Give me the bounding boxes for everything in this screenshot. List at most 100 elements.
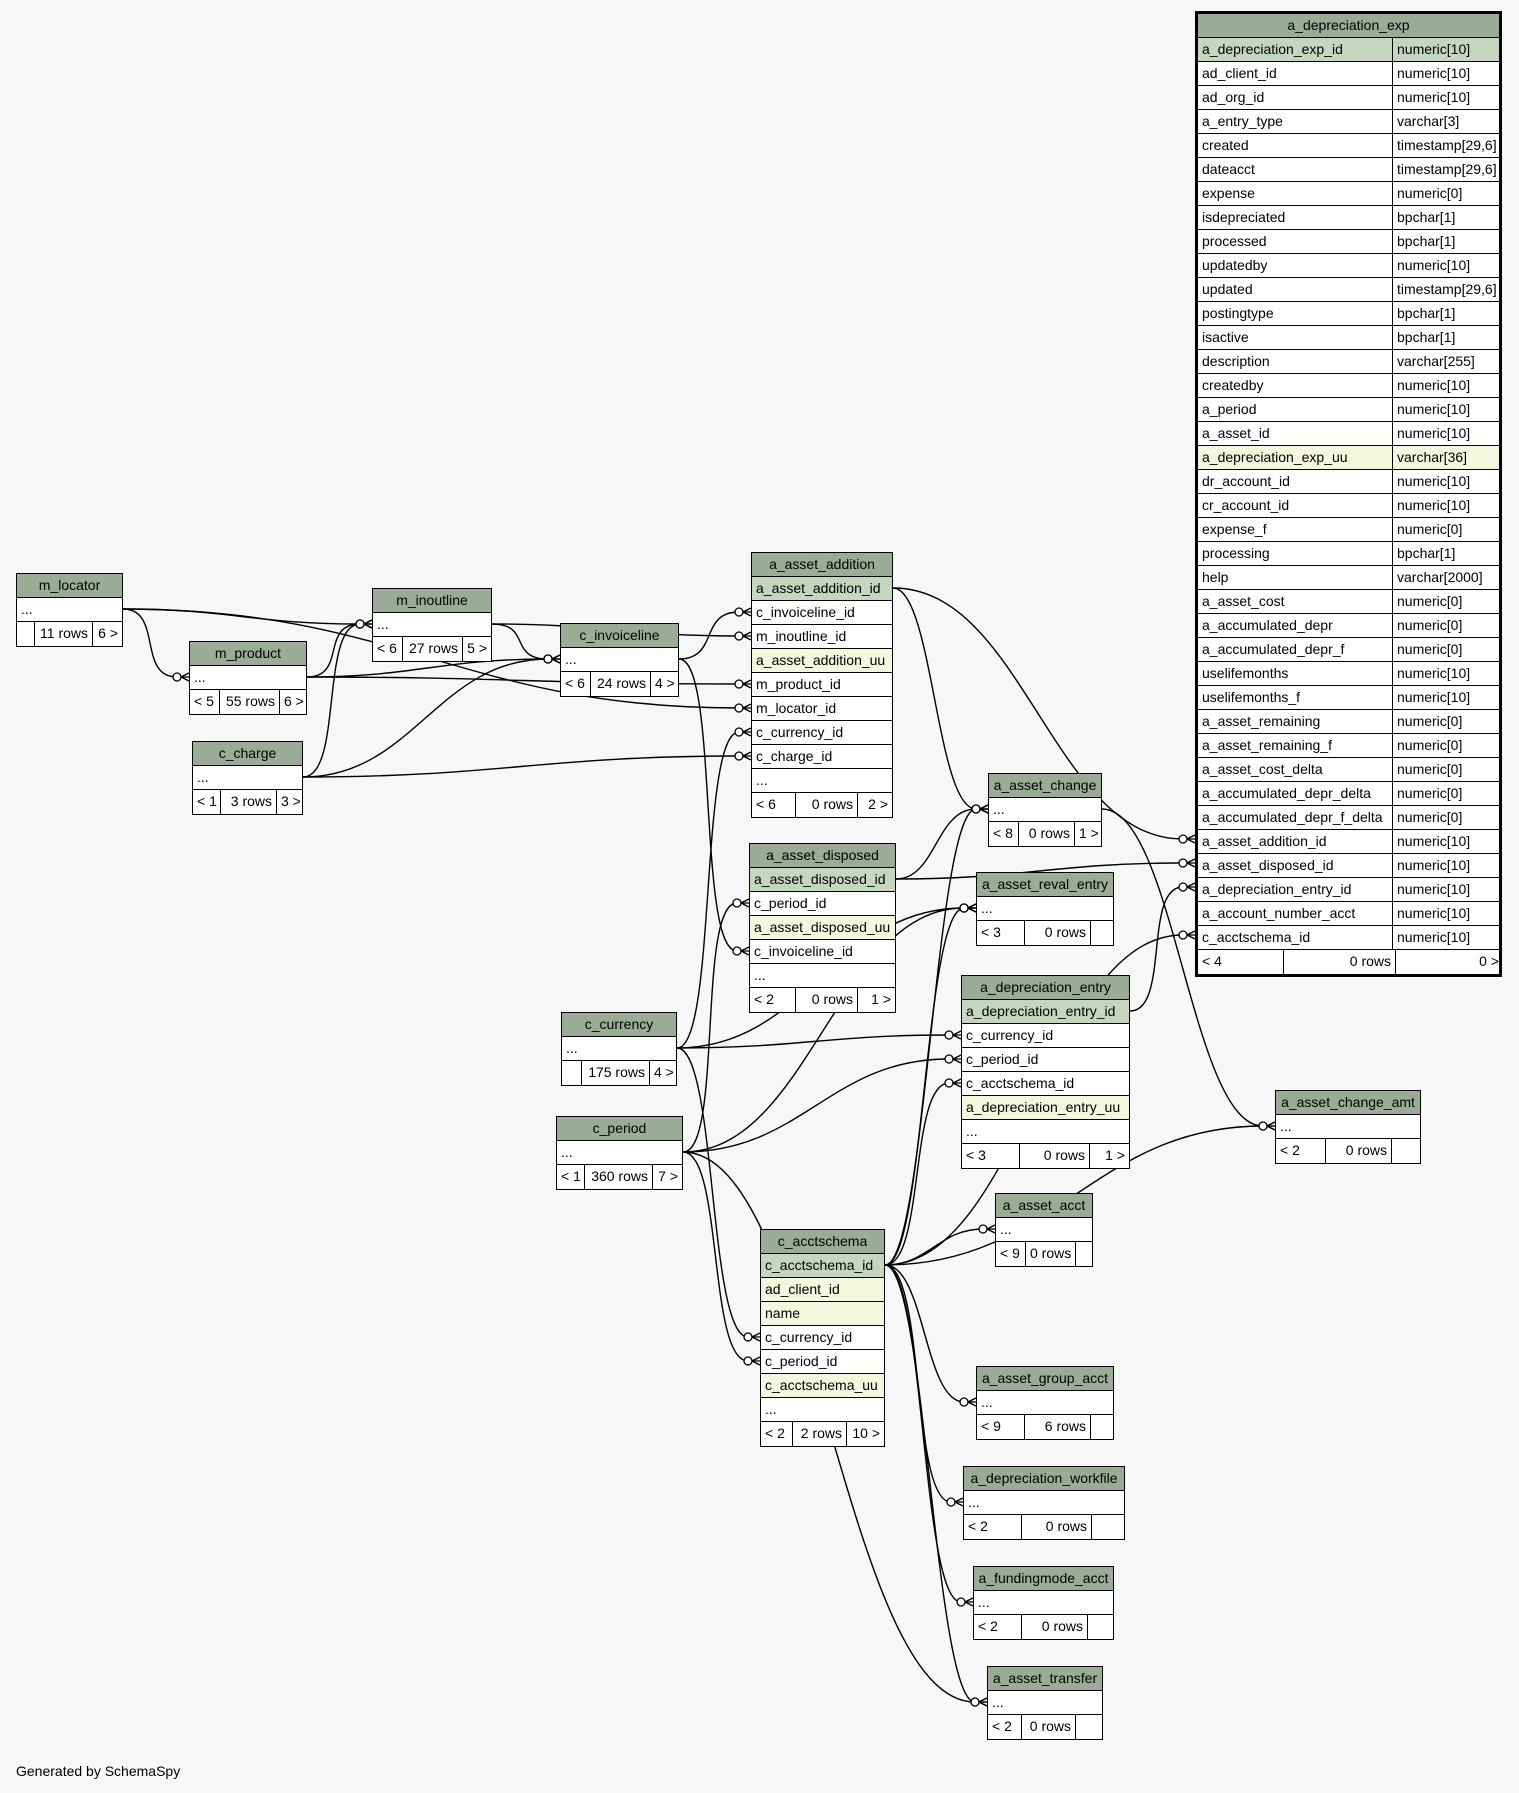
optional-marker bbox=[1178, 930, 1188, 940]
row-count: 0 rows bbox=[1020, 1144, 1090, 1168]
column-row: c_charge_id bbox=[752, 745, 892, 769]
column-name: ... bbox=[981, 1394, 993, 1410]
many-marker bbox=[967, 903, 977, 913]
children-count bbox=[1392, 1139, 1420, 1163]
relationship-line bbox=[884, 1264, 965, 1403]
column-type: bpchar[1] bbox=[1397, 305, 1456, 321]
column-type: numeric[0] bbox=[1397, 641, 1463, 657]
column-type: numeric[10] bbox=[1397, 473, 1471, 489]
column-type: numeric[10] bbox=[1397, 929, 1471, 945]
parents-count: < 1 bbox=[193, 790, 221, 814]
column-row: m_inoutline_id bbox=[752, 625, 892, 649]
column-name: a_accumulated_depr_delta bbox=[1198, 782, 1393, 805]
children-count: 4 > bbox=[654, 1064, 674, 1080]
column-row: a_asset_addition_uu bbox=[752, 649, 892, 673]
row-count: 55 rows bbox=[220, 690, 280, 714]
column-type: numeric[10] bbox=[1397, 665, 1471, 681]
relationship-line bbox=[892, 587, 977, 810]
parents-count: < 3 bbox=[962, 1144, 1020, 1168]
column-row: c_invoiceline_id bbox=[750, 940, 895, 964]
many-marker bbox=[1266, 1121, 1276, 1131]
column-name: c_period_id bbox=[754, 895, 827, 911]
column-name: a_asset_disposed_id bbox=[750, 868, 895, 891]
optional-marker bbox=[1178, 882, 1188, 892]
row-count: 0 rows bbox=[1026, 1242, 1076, 1266]
relationship-line bbox=[884, 1264, 976, 1703]
relationship-line bbox=[682, 1058, 950, 1153]
relationship-line bbox=[676, 1047, 749, 1338]
children-count: 4 > bbox=[655, 675, 675, 691]
relationship-line bbox=[676, 731, 740, 1049]
column-row: ... bbox=[964, 1491, 1124, 1515]
column-type: numeric[10] bbox=[1397, 89, 1471, 105]
column-name: ... bbox=[566, 1040, 578, 1056]
column-name: c_acctschema_id bbox=[966, 1075, 1075, 1091]
many-marker bbox=[742, 631, 752, 641]
column-type: numeric[10] bbox=[1397, 425, 1471, 441]
children-count bbox=[1076, 1715, 1102, 1739]
column-type: bpchar[1] bbox=[1397, 329, 1456, 345]
row-count: 3 rows bbox=[221, 790, 277, 814]
row-count: 0 rows bbox=[1284, 950, 1396, 974]
column-type: numeric[10] bbox=[1397, 857, 1471, 873]
optional-marker bbox=[743, 1332, 753, 1342]
column-type: varchar[2000] bbox=[1397, 569, 1483, 585]
column-name: a_asset_disposed_id bbox=[1198, 854, 1393, 877]
optional-marker bbox=[944, 1078, 954, 1088]
column-name: ad_client_id bbox=[761, 1278, 884, 1301]
column-name: cr_account_id bbox=[1198, 494, 1393, 517]
column-type: bpchar[1] bbox=[1397, 209, 1456, 225]
column-name: ... bbox=[754, 967, 766, 983]
column-name: a_asset_cost_delta bbox=[1198, 758, 1393, 781]
optional-marker bbox=[732, 898, 742, 908]
table-title: m_locator bbox=[17, 574, 122, 598]
column-name: created bbox=[1198, 134, 1393, 157]
optional-marker bbox=[734, 631, 744, 641]
column-row: ... bbox=[989, 798, 1101, 822]
column-type: timestamp[29,6] bbox=[1397, 161, 1497, 177]
many-marker bbox=[751, 1332, 761, 1342]
children-count bbox=[1088, 1615, 1113, 1639]
column-name: m_locator_id bbox=[756, 700, 837, 716]
column-name: m_product_id bbox=[756, 676, 841, 692]
optional-marker bbox=[734, 727, 744, 737]
column-row: c_currency_id bbox=[752, 721, 892, 745]
relationship-line bbox=[895, 862, 1184, 880]
column-name: name bbox=[761, 1302, 884, 1325]
table-title: a_asset_acct bbox=[996, 1194, 1092, 1218]
column-name: a_asset_disposed_uu bbox=[750, 916, 895, 939]
parents-count: < 2 bbox=[974, 1615, 1022, 1639]
